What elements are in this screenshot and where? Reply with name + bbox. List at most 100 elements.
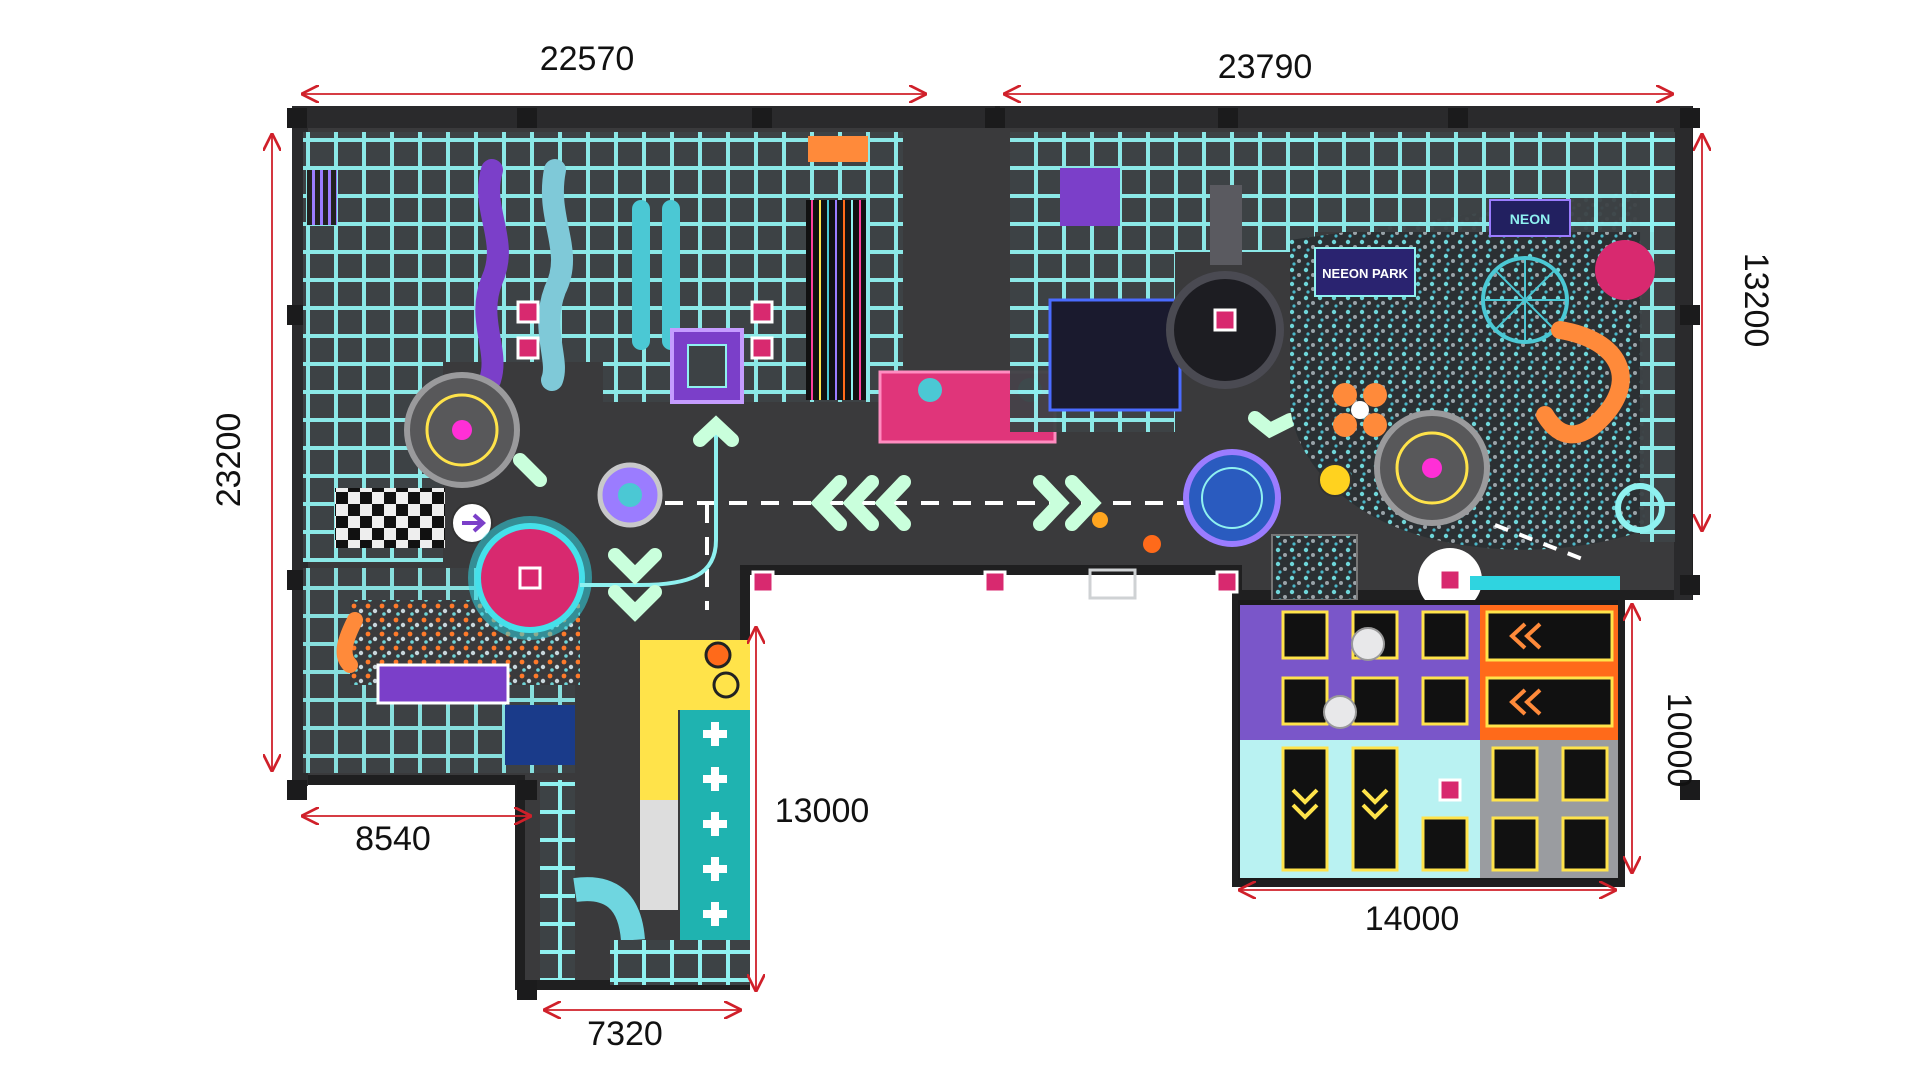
spinner-center (452, 420, 472, 440)
trampoline-bed (1351, 676, 1399, 726)
trampoline-bed (1421, 816, 1469, 872)
trampoline-park (1238, 600, 1618, 880)
dim-label-top-left: 22570 (540, 40, 635, 78)
ball-pit-zone: NEEON PARK NEON (1271, 132, 1675, 612)
spinner-ring (425, 393, 499, 467)
flower-spinner (1333, 383, 1387, 437)
pink-marker (1215, 570, 1239, 594)
climbing-steps (640, 800, 678, 910)
trampoline-bed (1281, 676, 1329, 726)
ball-target (712, 671, 740, 699)
trampoline-bed (1561, 746, 1609, 802)
chevron-icon (810, 475, 847, 531)
pillars (287, 108, 1700, 1000)
dodgeball-lane (1485, 610, 1614, 662)
pillar (985, 108, 1005, 128)
cyan-slide (573, 877, 645, 942)
trampoline-bed (1491, 746, 1539, 802)
net-spinner-ring (1201, 467, 1263, 529)
cyan-tube (632, 200, 650, 350)
stripe-panel (307, 170, 337, 225)
dashed-edge (1494, 523, 1586, 562)
chevron-icon (608, 585, 662, 622)
grid-block (1640, 132, 1675, 542)
corridor-area (610, 640, 750, 985)
dim-label-lower-left: 8540 (355, 820, 431, 858)
trampoline-chevrons (1509, 622, 1542, 716)
pink-marker (983, 570, 1007, 594)
dim-label-corridor-height: 13000 (775, 792, 870, 830)
pillar (287, 305, 307, 325)
dim-label-corridor-width: 7320 (587, 1015, 663, 1053)
grid-block (1290, 132, 1675, 232)
dim-label-left: 23200 (210, 413, 248, 508)
neon-chevrons (513, 411, 1297, 622)
pink-marker (518, 566, 542, 590)
pillar (1680, 575, 1700, 595)
pink-marker (750, 300, 774, 324)
trampoline-bed (1561, 816, 1609, 872)
spinner-center (1422, 458, 1442, 478)
chevron-icon (513, 453, 547, 487)
cyan-ring (1615, 483, 1665, 533)
pink-marker (1213, 308, 1237, 332)
grid-block (610, 940, 750, 985)
top-wall-left (292, 106, 995, 128)
neon-track (580, 420, 718, 587)
lower-left-area (303, 516, 645, 980)
purple-arrow-icon (462, 513, 487, 533)
neon-park-sign: NEEON PARK (1322, 266, 1408, 281)
trampoline-bed (1281, 610, 1329, 660)
trampoline-bed (1491, 816, 1539, 872)
neon-sign-board (1314, 247, 1416, 297)
dark-maze (1048, 298, 1182, 412)
cyan-tube-slide (538, 159, 574, 391)
purple-tube-slide (475, 159, 509, 391)
neon-light-lines (811, 200, 861, 400)
chevron-icon (1248, 411, 1297, 439)
chevron-icon (874, 475, 911, 531)
right-wall (1674, 106, 1692, 600)
chute (1210, 185, 1242, 265)
chevron-down-icon (1291, 788, 1319, 820)
dim-label-trampoline-width: 14000 (1365, 900, 1460, 938)
flower-icon (1092, 512, 1108, 528)
dim-label-right: 13200 (1737, 253, 1775, 348)
dimension-lines (272, 94, 1702, 1010)
ball-target (704, 641, 732, 669)
pink-marker (1438, 568, 1462, 592)
pillar (517, 980, 537, 1000)
pillar (287, 108, 307, 128)
cyan-bar (1470, 576, 1620, 590)
dim-label-trampoline-height: 10000 (1660, 693, 1698, 788)
pillar (1680, 780, 1700, 800)
orange-blocks (808, 136, 868, 162)
dimension-labels: 22570 23790 23200 13200 8540 13000 7320 … (210, 40, 1775, 1053)
lane-chevrons (1291, 788, 1389, 820)
pink-marker (1438, 778, 1462, 802)
chevron-left-icon (1509, 622, 1542, 650)
disc-center (618, 483, 642, 507)
ferris-spokes (1483, 258, 1567, 342)
dodgeball-lane (1485, 676, 1614, 728)
purple-platform (376, 663, 510, 705)
pillar (1218, 108, 1238, 128)
chevron-down-icon (1361, 788, 1389, 820)
pillar (1680, 108, 1700, 128)
pink-dome (1595, 240, 1655, 300)
checker-floor (335, 488, 445, 548)
spinner-ring (1395, 431, 1469, 505)
blue-panel (505, 705, 575, 765)
pillar (517, 108, 537, 128)
stage-light (918, 378, 942, 402)
trampoline-beds (1281, 610, 1614, 872)
dim-label-top-right: 23790 (1218, 48, 1313, 86)
trampoline-lane (1351, 746, 1399, 872)
trampoline-lane (1281, 746, 1329, 872)
pillar (752, 108, 772, 128)
purple-block (1060, 168, 1120, 226)
tower-window (687, 344, 727, 388)
cross-pattern (703, 722, 727, 926)
net-spinner (1183, 449, 1281, 547)
orange-ball-icon (1143, 535, 1161, 553)
